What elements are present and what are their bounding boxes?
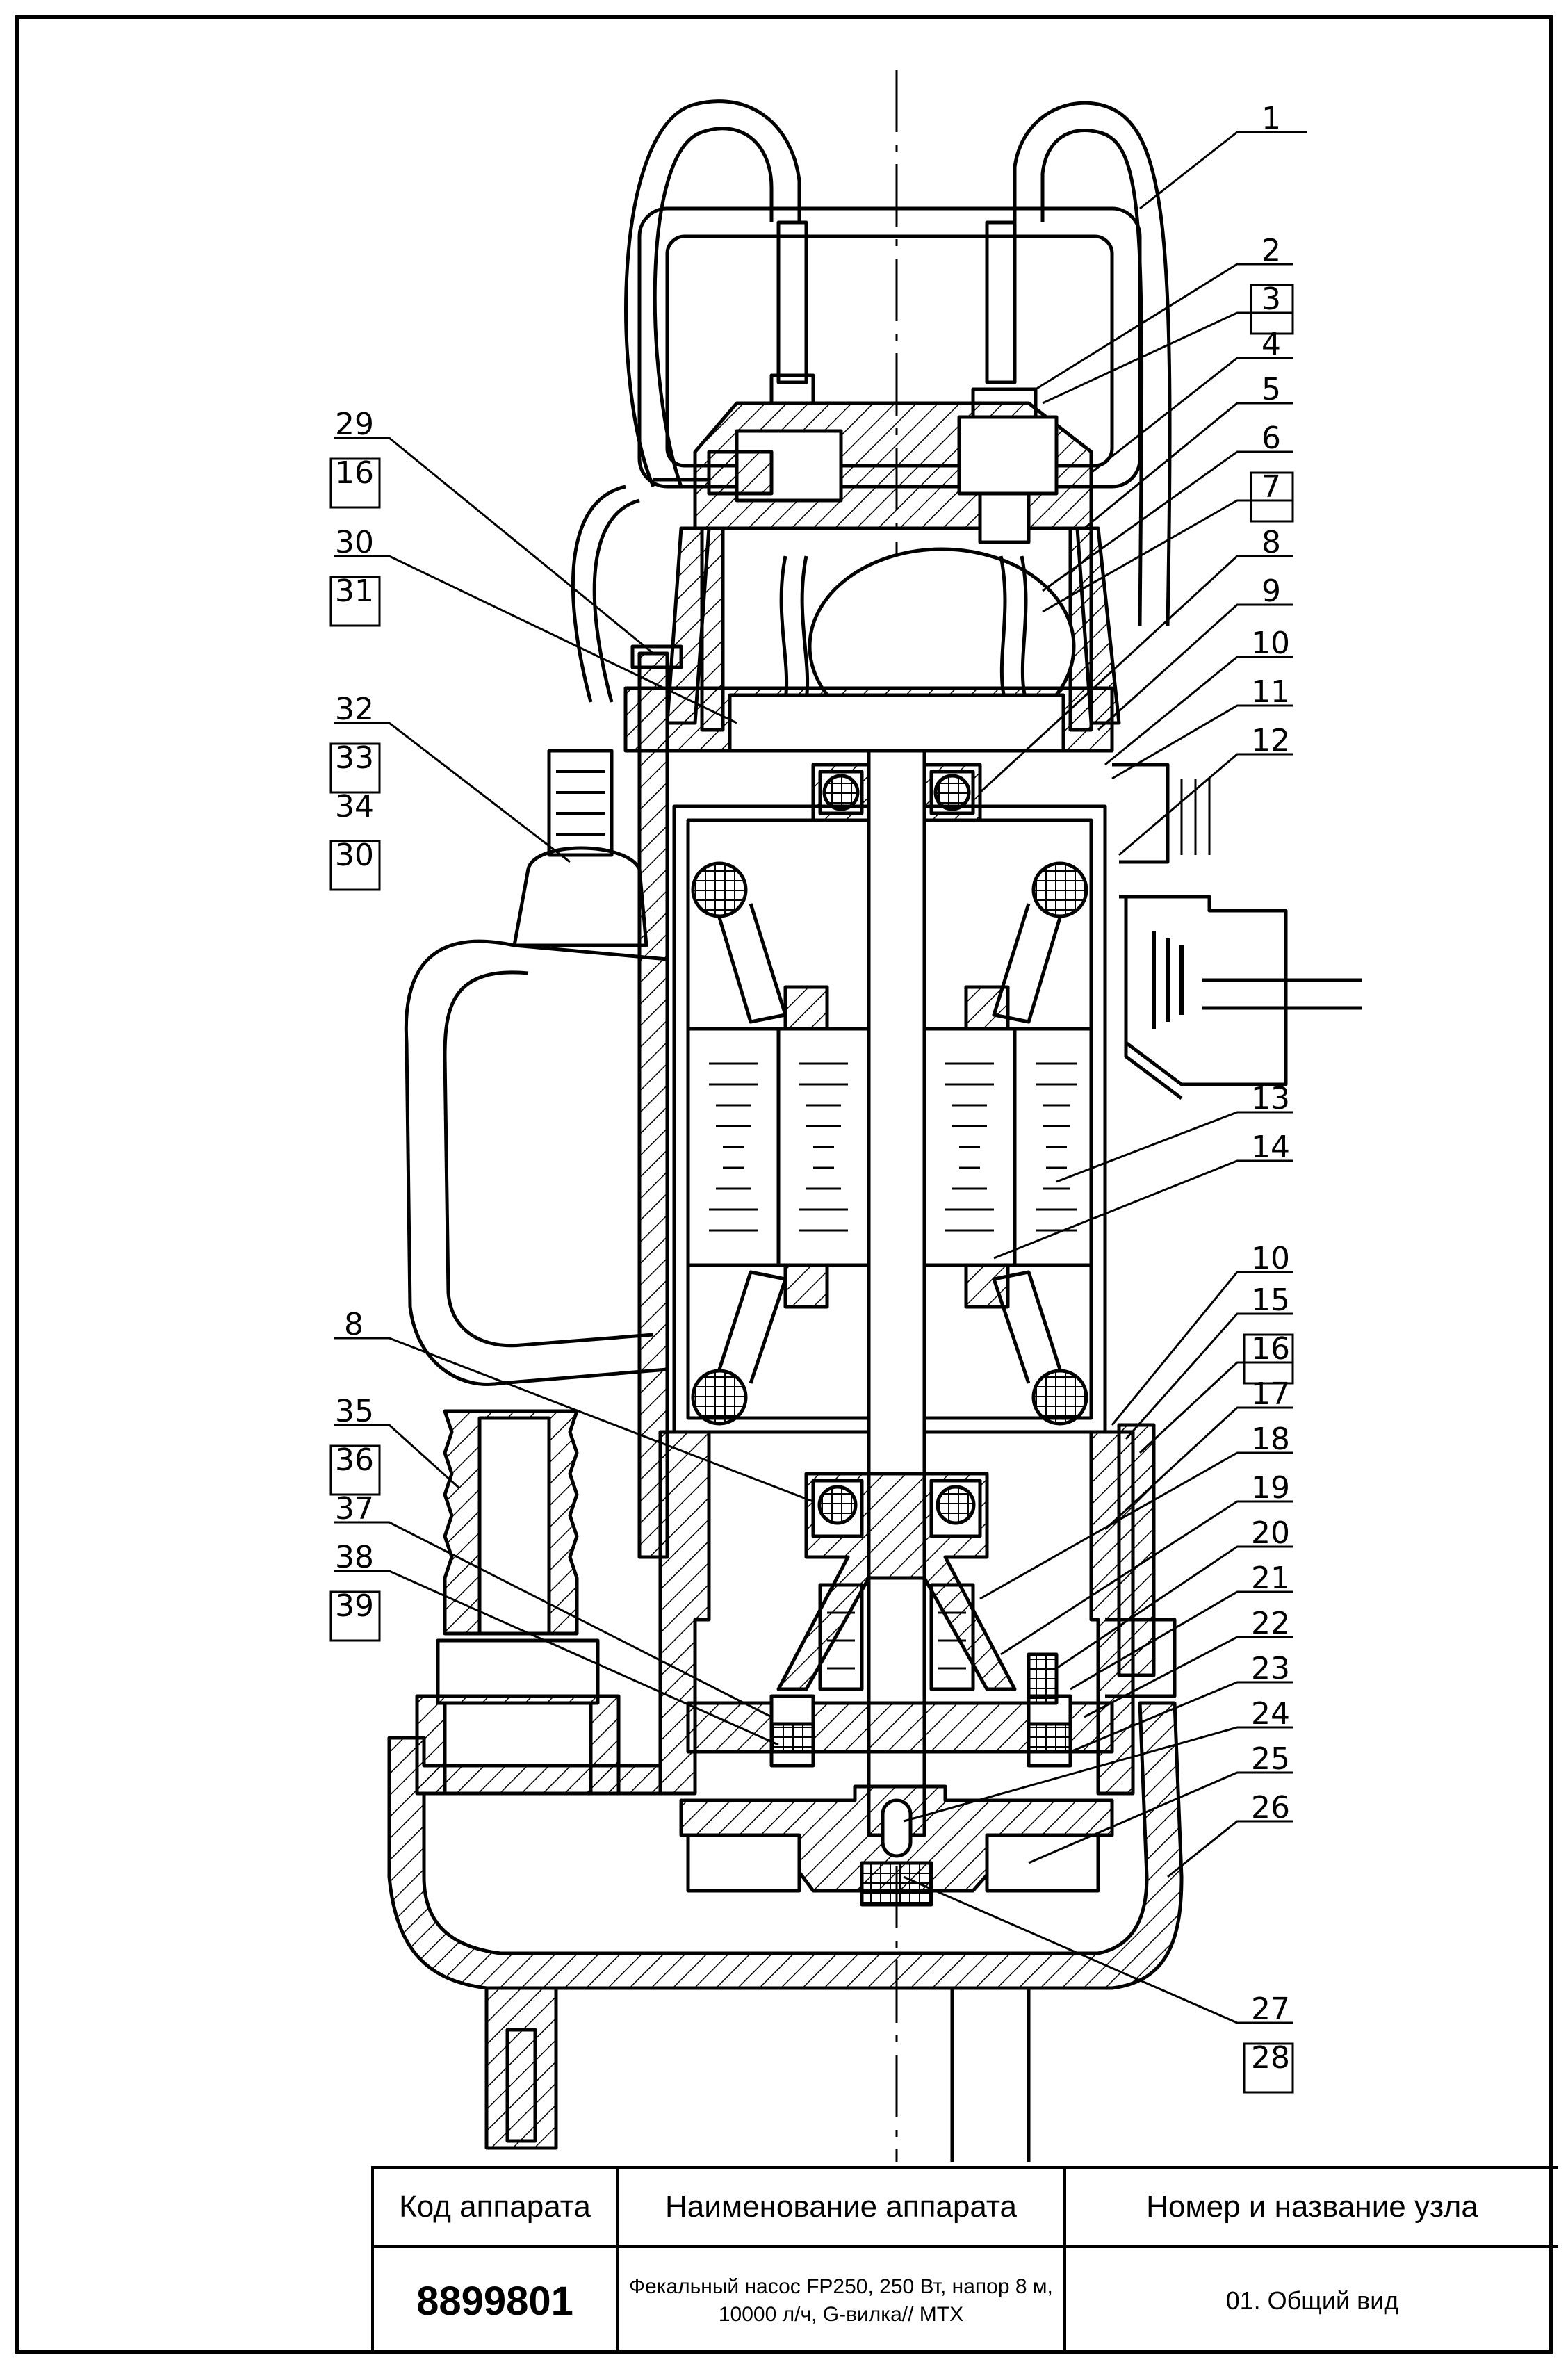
callout-10b: 10 [1251, 1241, 1290, 1276]
callout-3: 3 [1261, 282, 1281, 317]
leader-lines-left [334, 437, 814, 1746]
outlet-pipe [415, 1409, 621, 1796]
callout-20: 20 [1251, 1515, 1290, 1551]
impeller [679, 1784, 1114, 1907]
callout-33: 33 [335, 740, 374, 776]
callout-16: 16 [1251, 1331, 1290, 1367]
callout-34: 34 [335, 789, 374, 824]
callout-30: 30 [335, 525, 374, 560]
callout-17: 17 [1251, 1376, 1290, 1412]
drawing-frame [15, 15, 1553, 2354]
callout-26: 26 [1251, 1790, 1290, 1825]
callout-6: 6 [1261, 421, 1281, 456]
callouts-left: 29 16 30 31 32 33 34 30 8 35 36 37 38 39 [335, 407, 374, 1624]
callout-28: 28 [1251, 2040, 1290, 2076]
callouts-right: 1 2 3 4 5 6 7 8 9 10 11 12 13 14 10 15 1… [1251, 101, 1290, 2076]
node-name: 01. Общий вид [1225, 2286, 1399, 2315]
header-name: Наименование аппарата [665, 2190, 1017, 2224]
apparatus-name: Фекальный насос FP250, 250 Вт, напор 8 м… [629, 2275, 1053, 2326]
callout-21: 21 [1251, 1561, 1290, 1596]
motor-housing [672, 749, 1107, 1837]
callout-30b: 30 [335, 838, 374, 873]
callout-24: 24 [1251, 1696, 1290, 1732]
callout-19: 19 [1251, 1470, 1290, 1506]
callout-32: 32 [335, 692, 374, 727]
callout-2: 2 [1261, 233, 1281, 268]
callout-16-left: 16 [335, 455, 374, 491]
callout-14: 14 [1251, 1130, 1290, 1165]
header-code: Код аппарата [399, 2190, 591, 2224]
callout-1: 1 [1261, 101, 1281, 136]
title-block-divider [374, 2245, 1558, 2248]
callout-31: 31 [335, 573, 374, 609]
callout-15: 15 [1251, 1283, 1290, 1318]
callout-25: 25 [1251, 1741, 1290, 1777]
callout-22: 22 [1251, 1606, 1290, 1641]
upper-housing [623, 526, 1121, 753]
callout-18: 18 [1251, 1422, 1290, 1457]
callout-23: 23 [1251, 1651, 1290, 1686]
callout-11: 11 [1251, 674, 1290, 710]
top-cover [653, 220, 1093, 732]
callout-4: 4 [1261, 327, 1281, 362]
callout-5: 5 [1261, 372, 1281, 407]
callout-36: 36 [335, 1442, 374, 1478]
shaft [867, 749, 926, 1837]
callout-8-left: 8 [344, 1307, 364, 1342]
callout-39: 39 [335, 1588, 374, 1624]
title-block-divider [616, 2169, 619, 2354]
callout-9: 9 [1261, 573, 1281, 609]
callout-13: 13 [1251, 1081, 1290, 1116]
callout-38: 38 [335, 1540, 374, 1575]
leader-lines-right [903, 131, 1307, 2024]
header-node: Номер и название узла [1146, 2190, 1478, 2224]
callout-29: 29 [335, 407, 374, 442]
title-block: Код аппарата Наименование аппарата Номер… [371, 2166, 1558, 2354]
callout-35: 35 [335, 1394, 374, 1429]
apparatus-code: 8899801 [416, 2278, 573, 2324]
callout-boxes [329, 284, 1294, 2094]
volute [387, 1701, 1184, 2162]
callout-7: 7 [1261, 469, 1281, 505]
callout-27: 27 [1251, 1992, 1290, 2027]
title-block-divider [1063, 2169, 1066, 2354]
callout-12: 12 [1251, 723, 1290, 758]
callout-10: 10 [1251, 626, 1290, 661]
cable-outlet [1112, 763, 1362, 1100]
callout-8: 8 [1261, 525, 1281, 560]
callout-37: 37 [335, 1491, 374, 1527]
